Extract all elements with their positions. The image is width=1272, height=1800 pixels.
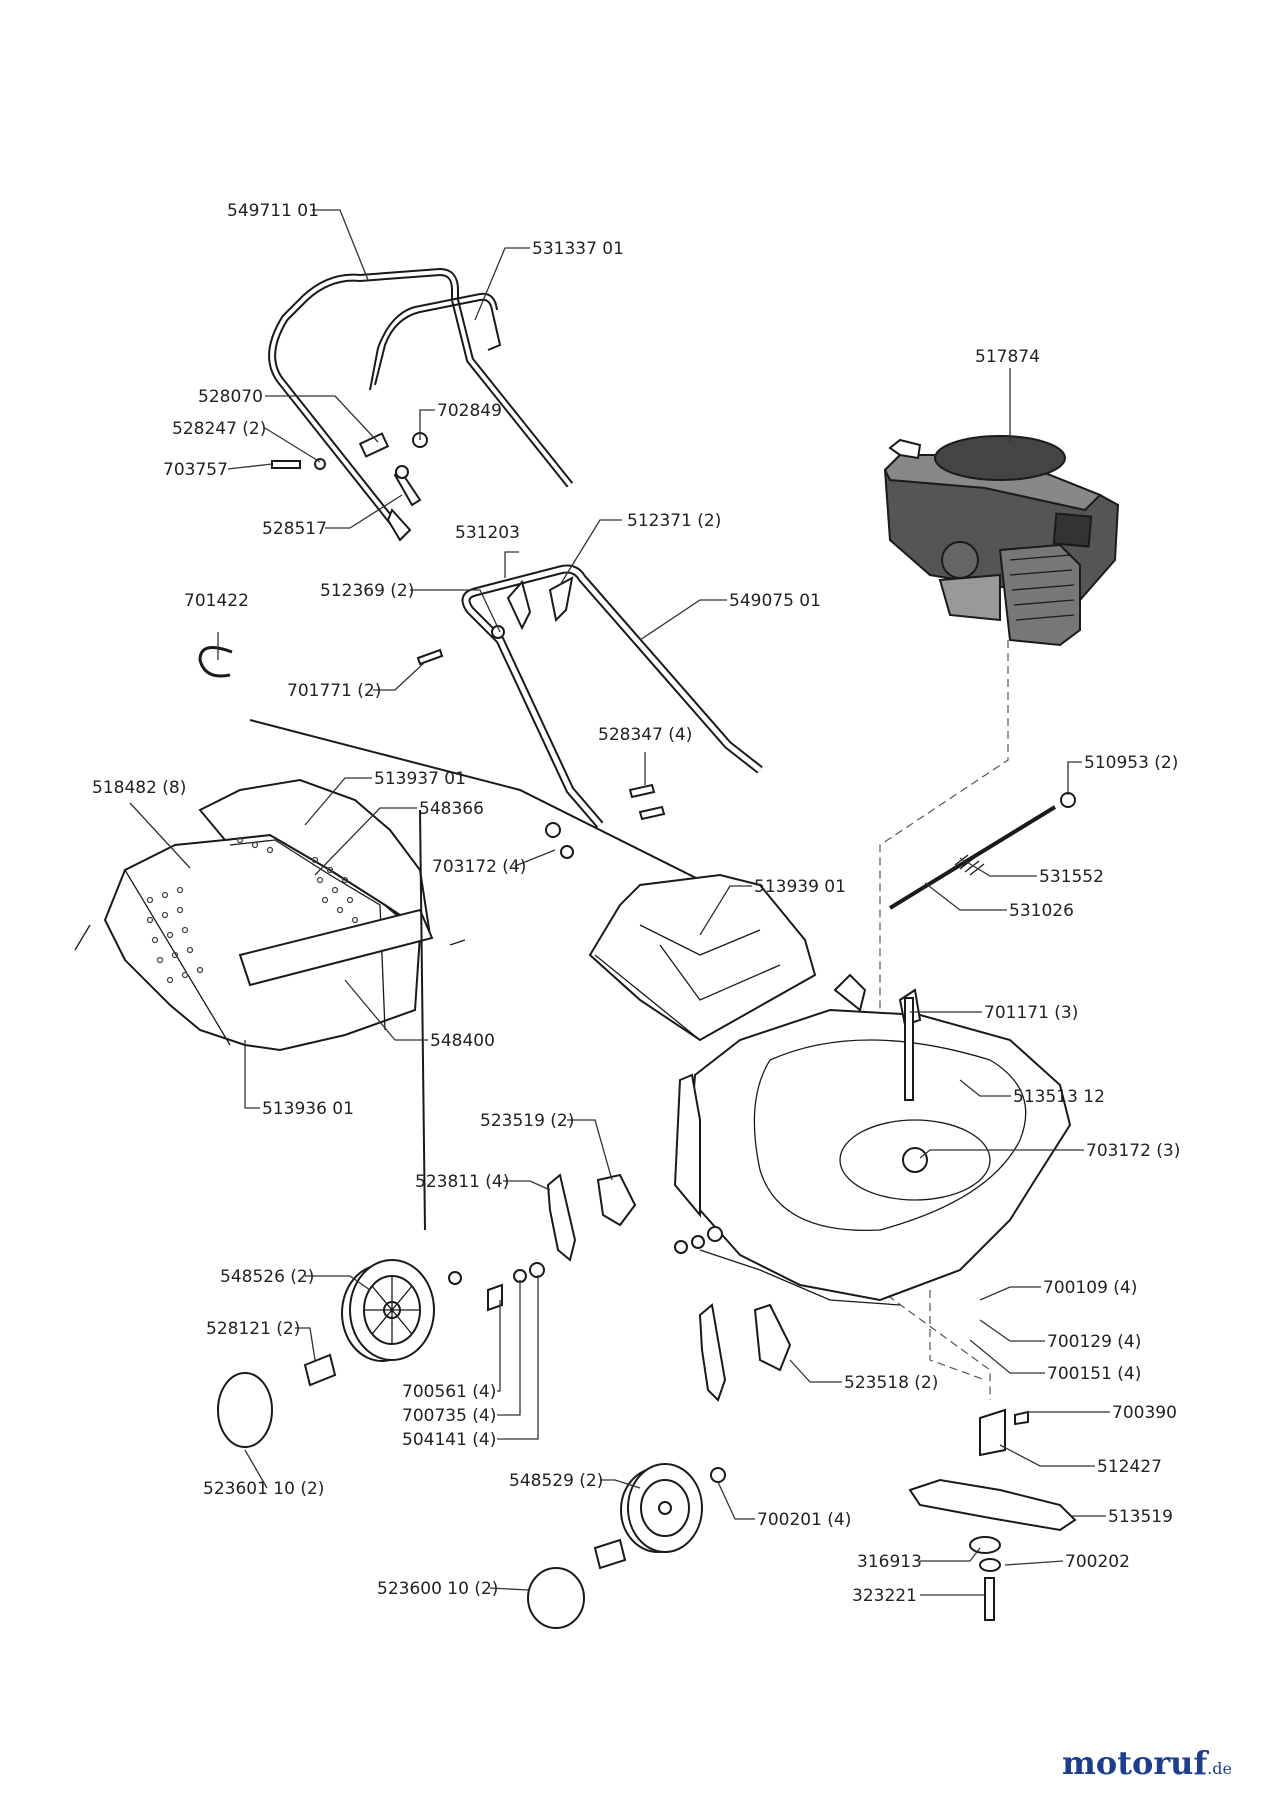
washers-front-drawing: [448, 1226, 723, 1312]
label-523601-10: 523601 10 (2): [203, 1479, 324, 1499]
label-701422: 701422: [184, 591, 249, 611]
label-517874: 517874: [975, 347, 1040, 367]
label-512371: 512371 (2): [627, 511, 721, 531]
label-548400: 548400: [430, 1031, 495, 1051]
height-adjuster-front-drawing: [546, 1173, 637, 1262]
label-523600-10: 523600 10 (2): [377, 1579, 498, 1599]
label-700201: 700201 (4): [757, 1510, 851, 1530]
grass-bag-drawing: [74, 778, 466, 1052]
lower-handle-drawing: [416, 564, 763, 859]
wheel-bolt-front-drawing: [303, 1353, 337, 1387]
engine-drawing: [883, 435, 1120, 647]
label-548526: 548526 (2): [220, 1267, 314, 1287]
label-528070: 528070: [198, 387, 263, 407]
label-528247: 528247 (2): [172, 419, 266, 439]
label-703757: 703757: [163, 460, 228, 480]
brand-name: motoruf: [1061, 1744, 1208, 1782]
washer-rear-drawing: [710, 1467, 726, 1483]
control-bar-drawing: [369, 292, 502, 391]
label-703172-4: 703172 (4): [432, 857, 526, 877]
rear-wheel-drawing: [620, 1463, 703, 1553]
label-528347: 528347 (4): [598, 725, 692, 745]
label-702849: 702849: [437, 401, 502, 421]
label-531203: 531203: [455, 523, 520, 543]
label-548529: 548529 (2): [509, 1471, 603, 1491]
label-523811: 523811 (4): [415, 1172, 509, 1192]
label-701771: 701771 (2): [287, 681, 381, 701]
label-512427: 512427: [1097, 1457, 1162, 1477]
label-531026: 531026: [1009, 901, 1074, 921]
label-701171: 701171 (3): [984, 1003, 1078, 1023]
label-700129: 700129 (4): [1047, 1332, 1141, 1352]
label-528121: 528121 (2): [206, 1319, 300, 1339]
deck-axis-line: [929, 1290, 986, 1381]
label-523518: 523518 (2): [844, 1373, 938, 1393]
blade-assembly-drawing: [908, 1408, 1077, 1621]
label-513939-01: 513939 01: [754, 877, 846, 897]
front-wheel-drawing: [341, 1259, 435, 1362]
label-523519: 523519 (2): [480, 1111, 574, 1131]
label-504141: 504141 (4): [402, 1430, 496, 1450]
axle-drawing: [888, 792, 1076, 910]
part-labels: 549711 01 531337 01 517874 528070 702849…: [92, 201, 1180, 1606]
label-700735: 700735 (4): [402, 1406, 496, 1426]
brand-domain: .de: [1207, 1759, 1232, 1778]
circlip-drawing: [198, 646, 233, 678]
label-700390: 700390: [1112, 1403, 1177, 1423]
label-518482: 518482 (8): [92, 778, 186, 798]
handle-hardware-drawing: [271, 432, 428, 542]
label-700202: 700202: [1065, 1552, 1130, 1572]
label-513936-01: 513936 01: [262, 1099, 354, 1119]
mower-deck-drawing: [673, 973, 1072, 1306]
hub-cap-rear-drawing: [527, 1567, 585, 1629]
control-cable-drawing: [249, 719, 741, 901]
label-531337-01: 531337 01: [532, 239, 624, 259]
brand-logo[interactable]: motoruf.de: [1062, 1744, 1232, 1782]
bolt-701171-drawing: [904, 997, 914, 1101]
label-700109: 700109 (4): [1043, 1278, 1137, 1298]
label-316913: 316913: [857, 1552, 922, 1572]
label-703172-3: 703172 (3): [1086, 1141, 1180, 1161]
label-531552: 531552: [1039, 867, 1104, 887]
hub-cap-front-drawing: [217, 1372, 273, 1448]
label-513519: 513519: [1108, 1507, 1173, 1527]
label-513937-01: 513937 01: [374, 769, 466, 789]
cable-frame-line: [419, 809, 426, 1231]
label-510953: 510953 (2): [1084, 753, 1178, 773]
label-548366: 548366: [419, 799, 484, 819]
label-549711-01: 549711 01: [227, 201, 319, 221]
label-700561: 700561 (4): [402, 1382, 496, 1402]
height-adjuster-rear-drawing: [698, 1303, 792, 1402]
label-700151: 700151 (4): [1047, 1364, 1141, 1384]
upper-handle-drawing: [268, 267, 574, 528]
leader-lines: [129, 209, 1110, 1596]
label-549075-01: 549075 01: [729, 591, 821, 611]
rear-flap-drawing: [588, 873, 817, 1042]
label-323221: 323221: [852, 1586, 917, 1606]
wheel-bolt-rear-drawing: [593, 1538, 627, 1570]
label-513513-12: 513513 12: [1013, 1087, 1105, 1107]
label-528517: 528517: [262, 519, 327, 539]
label-512369: 512369 (2): [320, 581, 414, 601]
